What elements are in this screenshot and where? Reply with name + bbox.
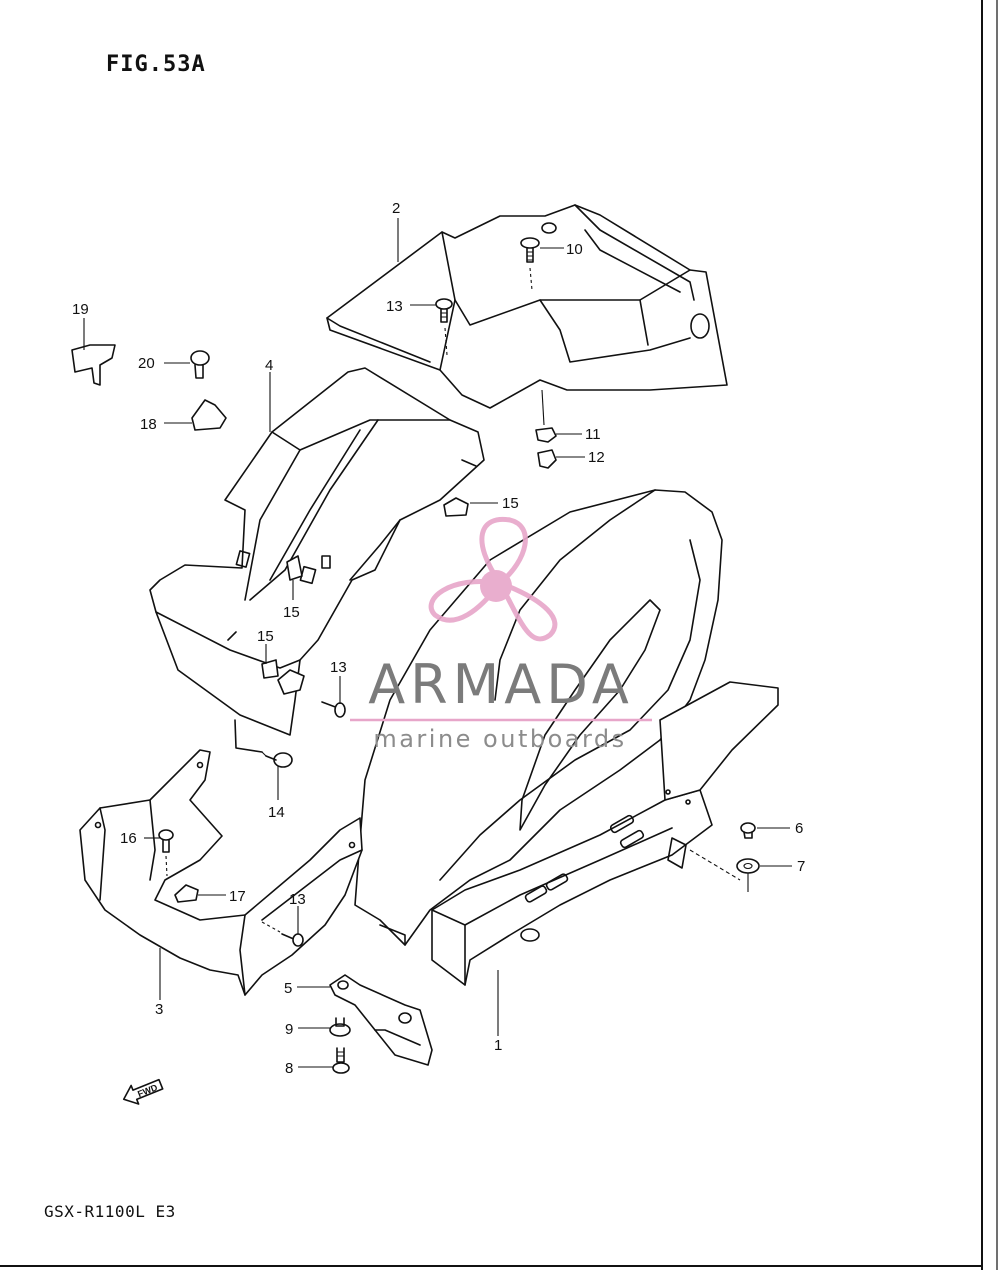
part-8-bolt: [332, 1047, 350, 1074]
forward-arrow-label: FWD: [136, 1082, 159, 1099]
callout-14: 14: [268, 804, 285, 821]
callout-15-middle: 15: [283, 604, 300, 621]
part-4-inner-fender: [149, 367, 485, 753]
part-18-clip: [191, 399, 227, 431]
part-19-clip: [71, 344, 116, 386]
propeller-icon: [428, 516, 558, 642]
callout-1: 1: [494, 1037, 502, 1054]
callout-5: 5: [284, 980, 292, 997]
part-20-bolt: [190, 350, 210, 379]
part-15-clip-upper: [443, 497, 469, 517]
callout-20: 20: [138, 355, 155, 372]
part-13-bolt-middle: [277, 669, 346, 718]
callout-13-lower: 13: [289, 891, 306, 908]
callout-6: 6: [795, 820, 803, 837]
part-17-clip: [174, 884, 199, 903]
leader-lines: [83, 218, 792, 1068]
callout-2: 2: [392, 200, 400, 217]
callout-19: 19: [72, 301, 89, 318]
callout-13-middle: 13: [330, 659, 347, 676]
part-15-clip-lower: [261, 659, 279, 679]
part-6-bolt: [740, 822, 756, 839]
callout-9: 9: [285, 1021, 293, 1038]
part-3-lower-shield: [79, 749, 363, 996]
watermark-tagline: marine outboards: [373, 725, 627, 753]
part-5-bracket: [329, 974, 433, 1066]
callout-12: 12: [588, 449, 605, 466]
part-1-rear-fender: [354, 489, 779, 986]
callout-10: 10: [566, 241, 583, 258]
part-2-rear-upper-fender: [326, 204, 728, 409]
part-13-bolt-upper: [435, 298, 453, 356]
part-10-bolt: [520, 237, 540, 291]
callout-15-upper: 15: [502, 495, 519, 512]
hardware-parts: [71, 237, 760, 1074]
callout-8: 8: [285, 1060, 293, 1077]
figure-title: FIG.53A: [106, 52, 206, 77]
callout-labels: 2 10 13 19 20 4 18 11 12 15 15 15 13 14 …: [72, 200, 805, 1077]
part-9-washer: [329, 1017, 351, 1037]
part-11-nut: [535, 389, 557, 443]
part-7-washer: [689, 849, 760, 892]
callout-18: 18: [140, 416, 157, 433]
callout-3: 3: [155, 1001, 163, 1018]
callout-4: 4: [265, 357, 273, 374]
part-16-bolt: [158, 829, 174, 877]
part-14-bolt: [261, 751, 293, 768]
watermark-brand-name: ARMADA: [368, 653, 634, 716]
part-13-bolt-lower: [261, 921, 304, 947]
callout-15-lower: 15: [257, 628, 274, 645]
forward-arrow-icon: FWD: [122, 1078, 164, 1105]
callout-7: 7: [797, 858, 805, 875]
callout-13-upper: 13: [386, 298, 403, 315]
callout-17: 17: [229, 888, 246, 905]
callout-11: 11: [585, 426, 601, 443]
part-15-clip-middle: [286, 555, 303, 581]
part-12-nut: [537, 449, 557, 469]
callout-16: 16: [120, 830, 137, 847]
model-code: GSX-R1100L E3: [44, 1202, 176, 1221]
